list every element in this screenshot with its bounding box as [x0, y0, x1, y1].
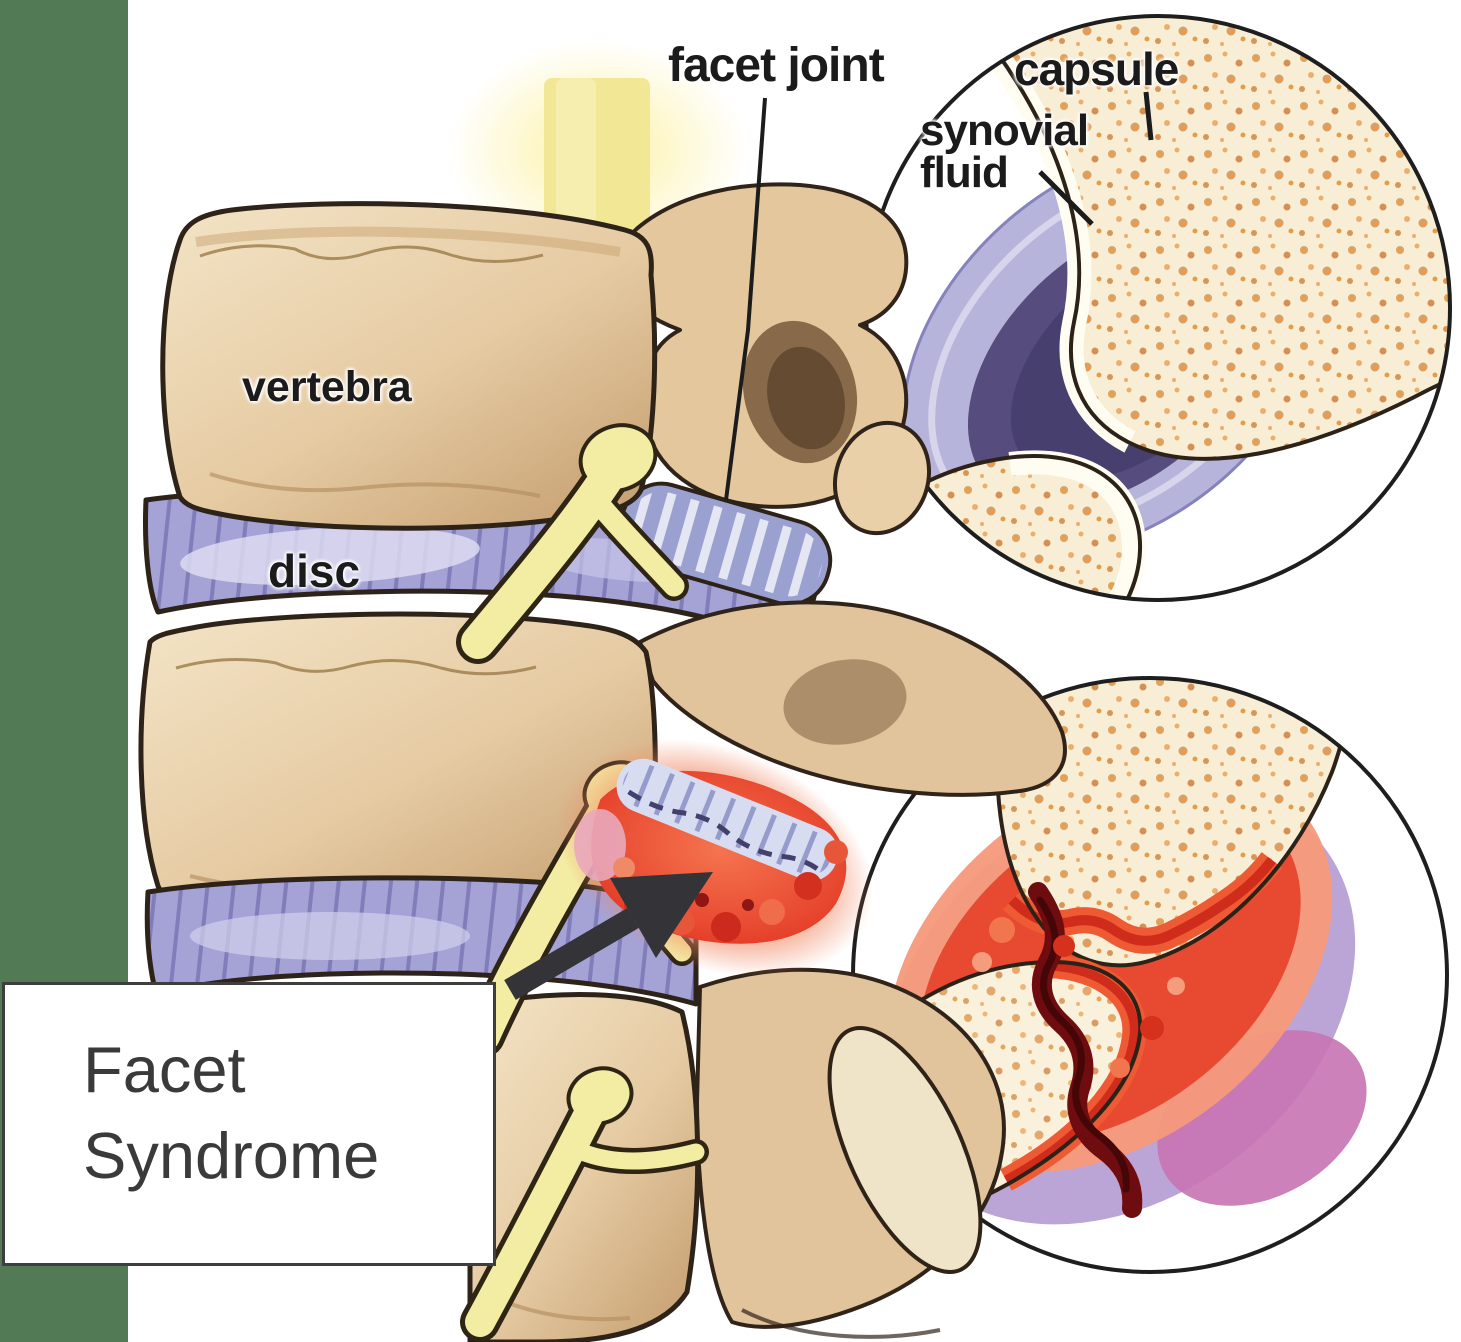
inset-healthy-facet-joint: [864, 14, 1452, 602]
vertebra-1-body: [160, 201, 658, 531]
v2-posterior-process: [638, 600, 1067, 797]
v1-posterior-process: [608, 182, 932, 536]
capsule-label: capsule: [1014, 43, 1179, 95]
capsule-leader-line: [1143, 91, 1154, 141]
disc-label: disc: [268, 545, 361, 597]
v3-posterior-process: [695, 967, 1006, 1339]
healthy-upper-bone: [956, 16, 1450, 461]
vertebra-label: vertebra: [242, 363, 412, 411]
arrow-indicator: [504, 872, 713, 1000]
synovial-fluid-label: synovial fluid: [920, 106, 1089, 197]
caption-text: Facet Syndrome: [83, 1027, 493, 1199]
caption-line1: Facet: [83, 1033, 246, 1106]
nerve-root-3: [460, 1066, 709, 1342]
synovial-fluid-leader-line: [1038, 170, 1094, 226]
synovial-label-line1: synovial: [920, 106, 1089, 155]
synovial-label-line2: fluid: [920, 148, 1009, 197]
spine-main: [138, 40, 1067, 1342]
facet-joint-label: facet joint: [668, 39, 885, 92]
caption-line2: Syndrome: [83, 1119, 380, 1192]
annotations: [504, 91, 1154, 1000]
nerve-root-1: [456, 423, 689, 664]
facet-syndrome-caption-box: Facet Syndrome: [2, 982, 496, 1266]
inflamed-upper-bone: [994, 678, 1353, 968]
facet-joint-leader-line: [724, 97, 767, 501]
